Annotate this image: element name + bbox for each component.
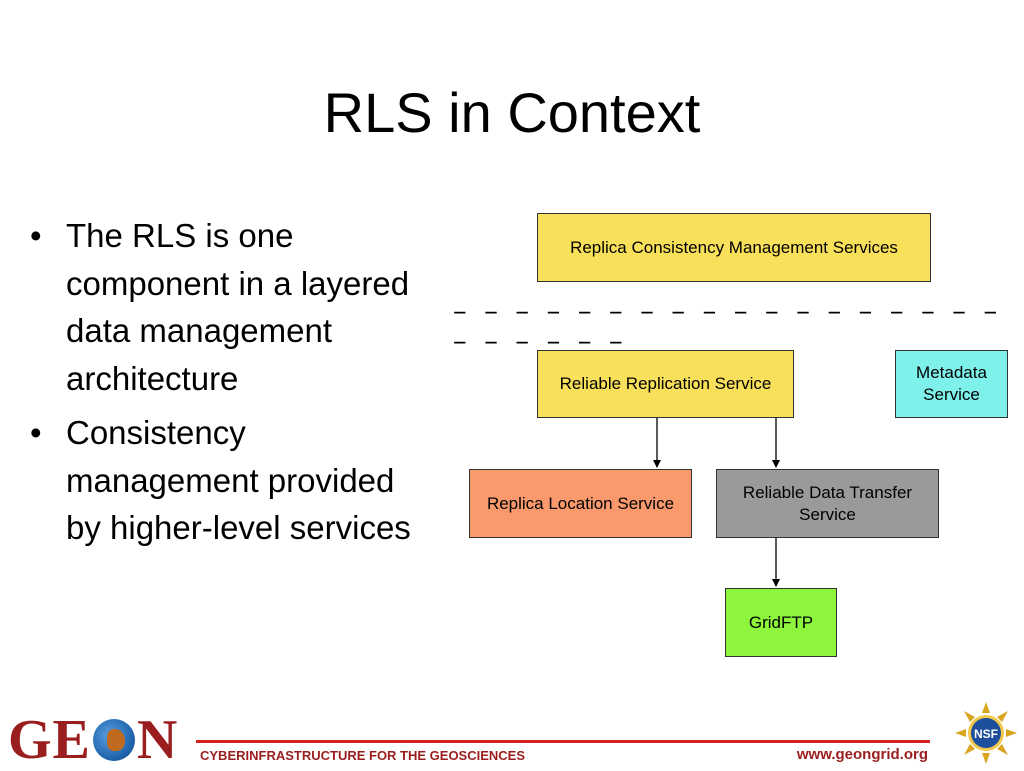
footer-url: www.geongrid.org: [796, 746, 928, 763]
reliable-replication-service-box: Reliable Replication Service: [537, 350, 794, 418]
footer-divider: [196, 740, 930, 743]
box-label: Replica Location Service: [486, 493, 675, 513]
logo-text-right: N: [136, 709, 179, 771]
box-label: GridFTP: [748, 612, 814, 632]
replica-location-service-box: Replica Location Service: [469, 469, 692, 538]
slide-title: RLS in Context: [323, 81, 701, 144]
bullet-text: Consistency management provided by highe…: [66, 414, 411, 546]
bullet-marker: •: [30, 414, 42, 451]
bullet-list: • The RLS is one component in a layered …: [26, 212, 426, 559]
logo-text-left: GE: [8, 709, 91, 771]
gridftp-box: GridFTP: [725, 588, 837, 657]
reliable-data-transfer-service-box: Reliable Data Transfer Service: [716, 469, 939, 538]
box-label: Replica Consistency Management Services: [570, 237, 898, 257]
bullet-text: The RLS is one component in a layered da…: [66, 217, 410, 397]
box-label: Reliable Data Transfer Service: [742, 482, 913, 524]
box-label: Reliable Replication Service: [559, 374, 772, 393]
box-label: Metadata Service: [916, 363, 987, 404]
nsf-label: NSF: [974, 727, 998, 741]
bullet-marker: •: [30, 217, 42, 254]
nsf-logo-icon: NSF: [955, 702, 1017, 764]
bullet-item: • Consistency management provided by hig…: [26, 409, 426, 552]
geon-logo: GE N: [8, 712, 178, 768]
footer-tagline: CYBERINFRASTRUCTURE FOR THE GEOSCIENCES: [200, 748, 526, 763]
globe-icon: [92, 719, 135, 761]
replica-consistency-management-box: Replica Consistency Management Services: [537, 213, 931, 282]
bullet-item: • The RLS is one component in a layered …: [26, 212, 426, 402]
metadata-service-box: Metadata Service: [895, 350, 1008, 418]
